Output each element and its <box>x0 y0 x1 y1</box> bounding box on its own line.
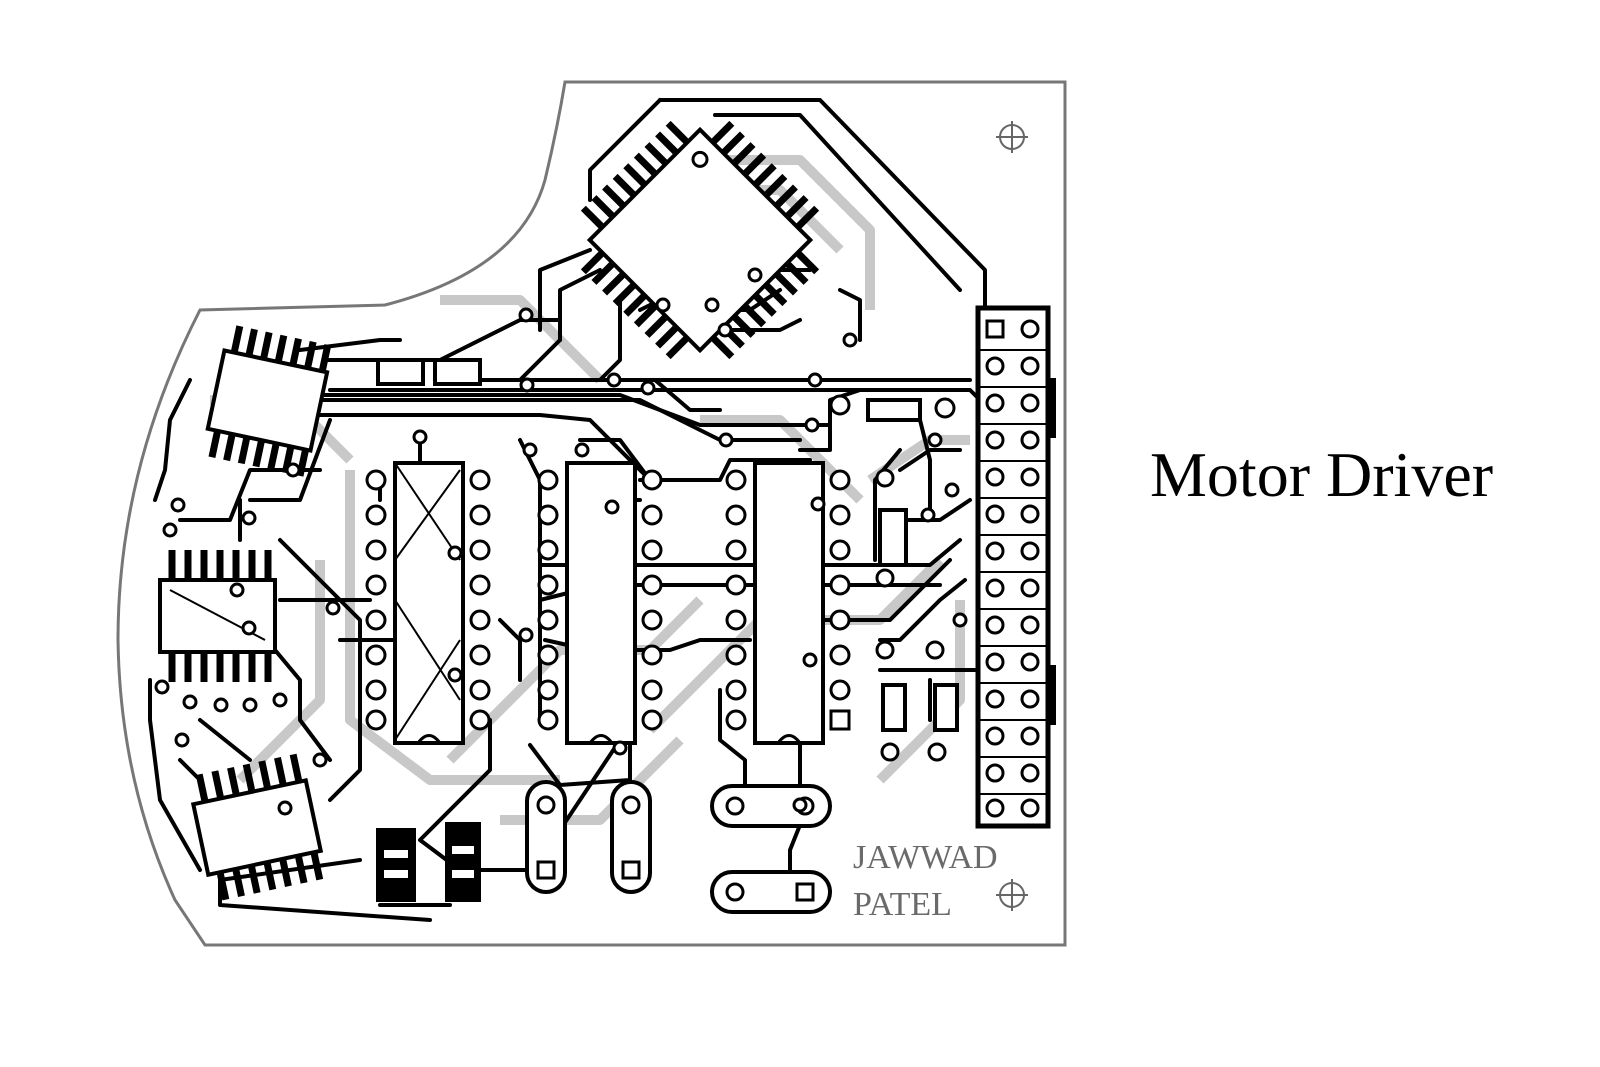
qfp-microcontroller <box>580 120 820 360</box>
soic-chip-mid-left <box>158 550 277 682</box>
mounting-holes <box>996 121 1028 911</box>
passive-components <box>376 358 959 902</box>
screw-terminals <box>525 780 832 914</box>
pin-header-connector <box>975 305 1056 829</box>
dip-pads <box>365 469 851 731</box>
dip-ic-right <box>753 461 825 745</box>
vias <box>154 267 968 816</box>
dip-ic-left <box>393 461 465 745</box>
silkscreen-text-line1: JAWWAD <box>853 839 998 876</box>
soic-chip-upper-left <box>205 325 332 477</box>
diagram-caption: Motor Driver <box>1150 439 1494 510</box>
dip-ic-middle <box>565 461 637 745</box>
silkscreen-text-line2: PATEL <box>853 886 952 923</box>
terminal-pads <box>536 795 815 902</box>
